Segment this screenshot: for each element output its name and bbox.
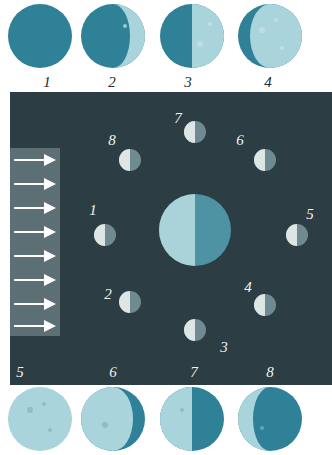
callout-number: 3 (220, 340, 228, 355)
callout-number: 5 (16, 365, 24, 380)
callout-number: 2 (104, 287, 112, 302)
callout-number: 1 (89, 203, 97, 218)
callout-number: 7 (174, 111, 182, 126)
callout-number: 5 (306, 207, 314, 222)
callout-number: 6 (109, 365, 117, 380)
callout-number: 4 (244, 280, 252, 295)
callout-number: 8 (108, 133, 116, 148)
callout-number: 4 (264, 75, 272, 90)
callout-number: 8 (266, 365, 274, 380)
callout-number: 7 (190, 365, 198, 380)
callout-number: 1 (43, 75, 51, 90)
callout-number: 2 (108, 75, 116, 90)
callout-number: 6 (236, 133, 244, 148)
callout-number: 3 (184, 75, 192, 90)
